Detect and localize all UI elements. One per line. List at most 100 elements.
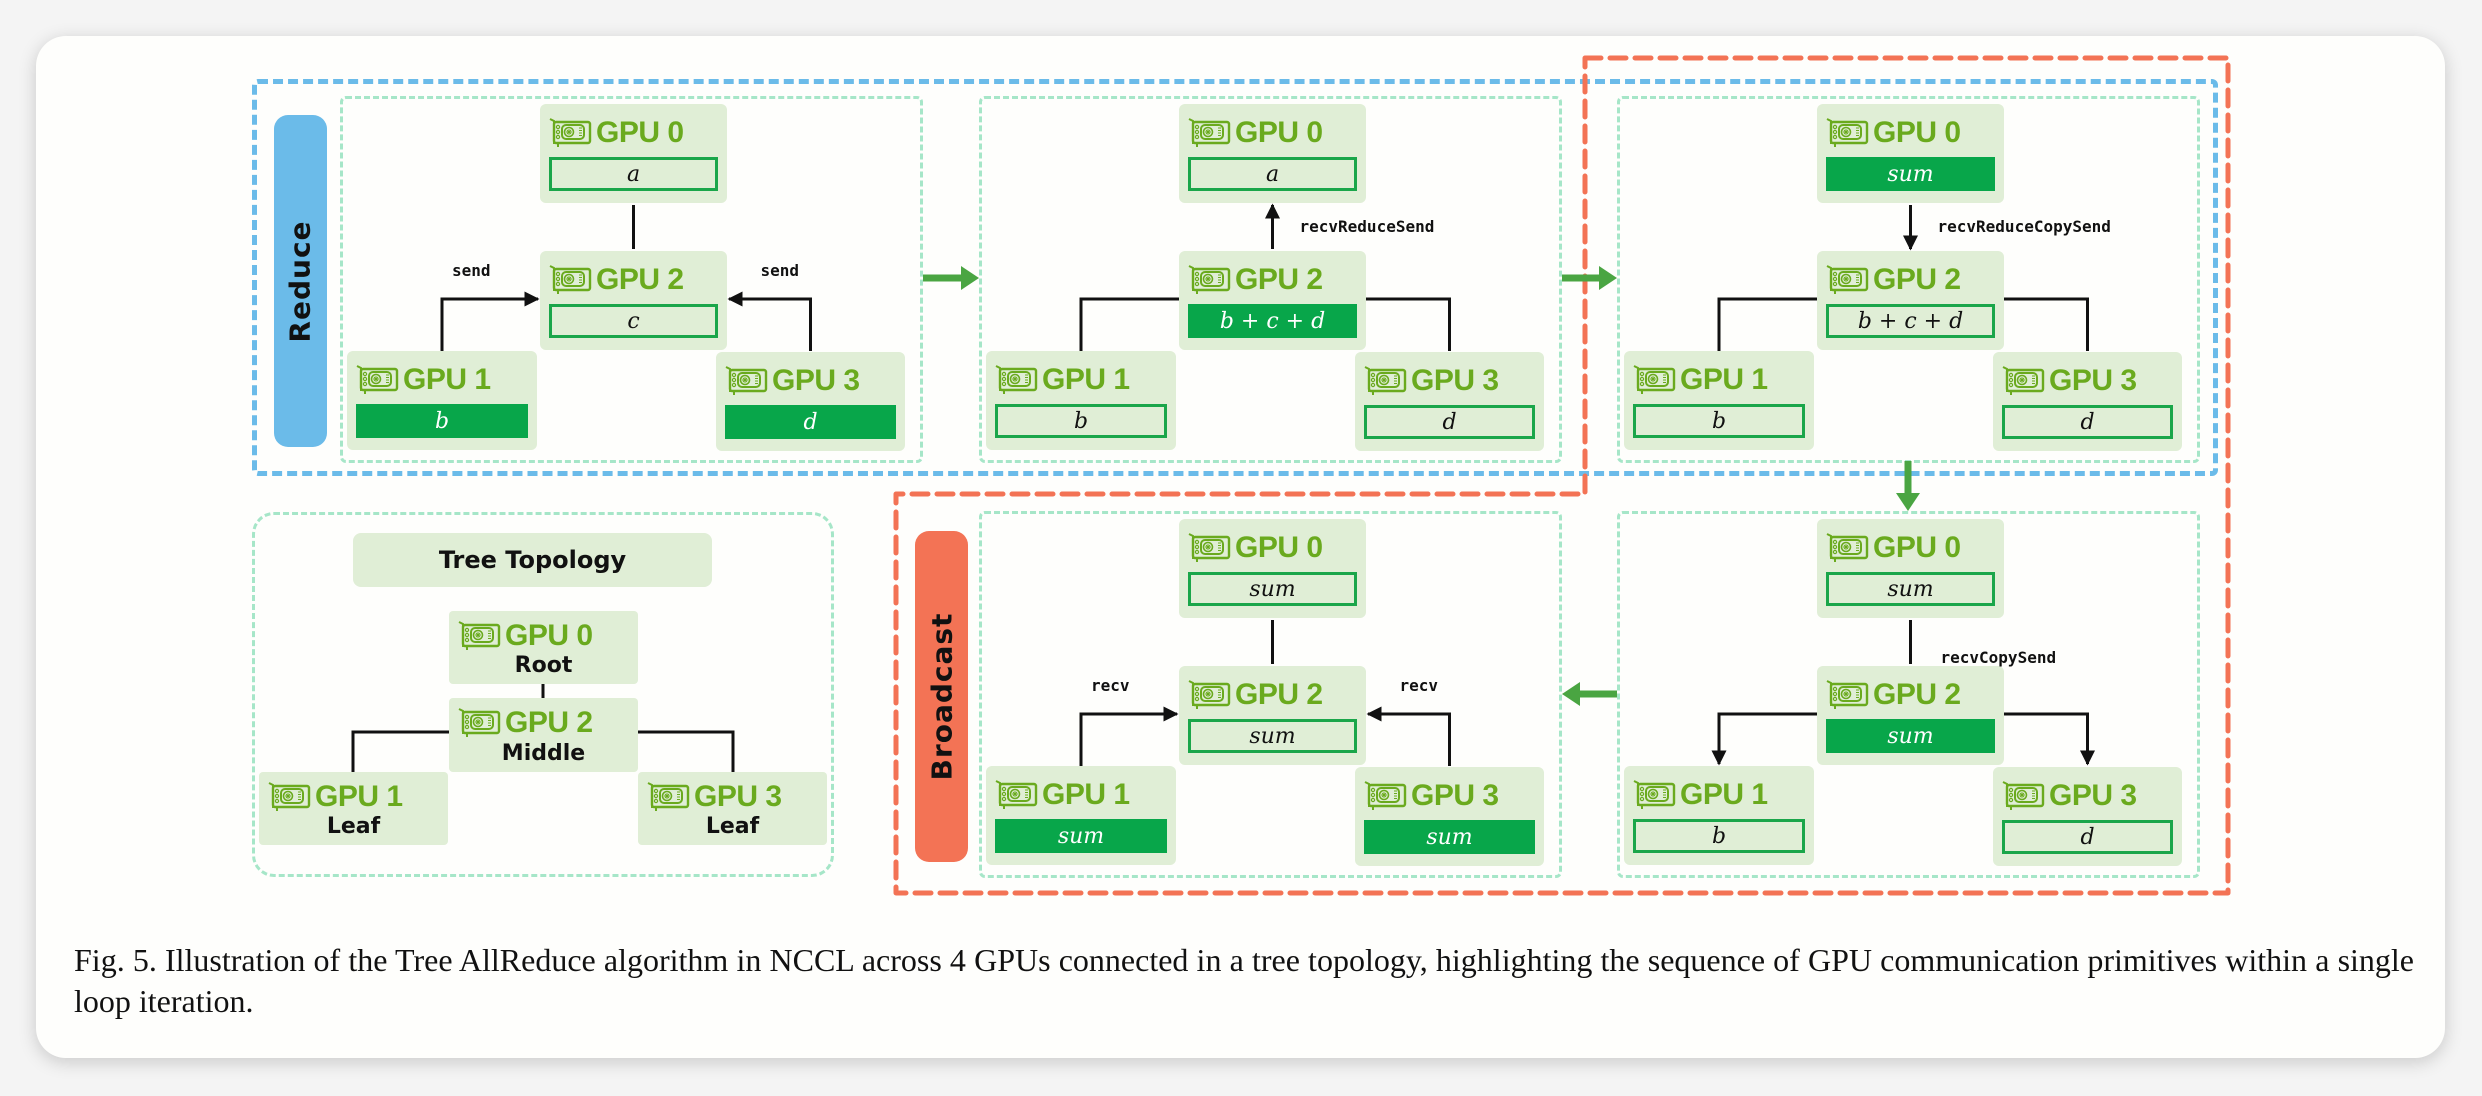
gpu-buffer-value: sum (1364, 820, 1535, 854)
gpu-header: GPU 2 (1187, 678, 1323, 712)
tree-topology-panel (252, 512, 834, 877)
gpu-buffer-value: b (1633, 819, 1805, 853)
gpu-header: GPU 2 (457, 706, 593, 740)
gpu-name: GPU 3 (2049, 364, 2137, 397)
broadcast-phase-text: Broadcast (925, 612, 958, 781)
gpu-buffer-value: a (549, 157, 718, 191)
reduce-phase-text: Reduce (284, 219, 317, 343)
gpu-node-2: GPU 2 b + c + d (1179, 251, 1366, 350)
gpu-header: GPU 1 (267, 780, 403, 814)
gpu-buffer-value: sum (1826, 157, 1995, 191)
gpu-card-icon (1633, 365, 1676, 394)
gpu-card-icon (549, 118, 592, 147)
gpu-name: GPU 2 (596, 263, 684, 296)
gpu-buffer-value: d (2002, 820, 2173, 854)
gpu-card-icon (2002, 781, 2045, 810)
gpu-card-icon (1364, 781, 1407, 810)
gpu-card-icon (1826, 533, 1869, 562)
gpu-buffer-value: b (1633, 404, 1805, 438)
gpu-node-2: GPU 2 b + c + d (1817, 251, 2004, 350)
edge-label-top: recvReduceCopySend (1937, 217, 2111, 236)
gpu-name: GPU 1 (1042, 778, 1130, 811)
gpu-node-1: GPU 1 b (1624, 351, 1814, 450)
gpu-card-icon (458, 708, 501, 737)
gpu-header: GPU 3 (724, 364, 860, 398)
gpu-name: GPU 2 (505, 706, 593, 739)
gpu-name: GPU 0 (1873, 116, 1961, 149)
gpu-name: GPU 3 (772, 364, 860, 397)
gpu-name: GPU 2 (1873, 678, 1961, 711)
gpu-header: GPU 0 (1187, 531, 1323, 565)
gpu-node-2: GPU 2 sum (1179, 666, 1366, 765)
gpu-card-icon (2002, 366, 2045, 395)
gpu-name: GPU 0 (1873, 531, 1961, 564)
node-role: Leaf (326, 814, 381, 839)
reduce-phase-label: Reduce (274, 115, 327, 447)
gpu-node-1: GPU 1 b (1624, 766, 1814, 865)
gpu-header: GPU 1 (1632, 363, 1768, 397)
gpu-card-icon (995, 365, 1038, 394)
edge-label-left: recv (1091, 676, 1130, 695)
gpu-node-0: GPU 0 a (1179, 104, 1366, 203)
gpu-node-3: GPU 3 sum (1355, 767, 1544, 866)
gpu-header: GPU 0 (1825, 531, 1961, 565)
gpu-name: GPU 3 (1411, 364, 1499, 397)
gpu-node-0: GPU 0 a (540, 104, 727, 203)
gpu-card-icon (725, 366, 768, 395)
gpu-node-1: GPU 1 b (347, 351, 537, 450)
gpu-card-icon (356, 365, 399, 394)
gpu-header: GPU 0 (1187, 116, 1323, 150)
gpu-card-icon (1188, 680, 1231, 709)
gpu-header: GPU 1 (994, 778, 1130, 812)
gpu-name: GPU 0 (1235, 531, 1323, 564)
gpu-name: GPU 1 (1680, 778, 1768, 811)
gpu-buffer-value: sum (1188, 719, 1357, 753)
gpu-header: GPU 2 (1187, 263, 1323, 297)
gpu-header: GPU 3 (1363, 364, 1499, 398)
gpu-name: GPU 1 (315, 780, 403, 813)
gpu-node-3: GPU 3 d (1993, 767, 2182, 866)
gpu-name: GPU 2 (1235, 263, 1323, 296)
gpu-header: GPU 2 (1825, 263, 1961, 297)
gpu-buffer-value: sum (1826, 719, 1995, 753)
gpu-header: GPU 2 (548, 263, 684, 297)
edge-label-right: recv (1399, 676, 1439, 695)
gpu-name: GPU 0 (596, 116, 684, 149)
gpu-name: GPU 0 (1235, 116, 1323, 149)
edge-label-top: recvReduceSend (1299, 217, 1435, 236)
gpu-name: GPU 3 (2049, 779, 2137, 812)
gpu-header: GPU 3 (646, 780, 782, 814)
gpu-card-icon (549, 265, 592, 294)
edge-label-left: send (452, 261, 491, 280)
gpu-header: GPU 0 (548, 116, 684, 150)
gpu-name: GPU 2 (1873, 263, 1961, 296)
gpu-buffer-value: b + c + d (1188, 304, 1357, 338)
gpu-header: GPU 1 (1632, 778, 1768, 812)
gpu-name: GPU 3 (1411, 779, 1499, 812)
gpu-buffer-value: b (356, 404, 528, 438)
edge-label-right: send (760, 261, 800, 280)
gpu-buffer-value: a (1188, 157, 1357, 191)
gpu-node-1: GPU 1 sum (986, 766, 1176, 865)
broadcast-phase-label: Broadcast (915, 531, 968, 862)
gpu-card-icon (1188, 533, 1231, 562)
gpu-card-icon (995, 780, 1038, 809)
gpu-card-icon (1826, 118, 1869, 147)
node-role: Leaf (705, 814, 760, 839)
gpu-name: GPU 1 (403, 363, 491, 396)
gpu-name: GPU 3 (694, 780, 782, 813)
gpu-header: GPU 0 (1825, 116, 1961, 150)
gpu-card-icon (1188, 118, 1231, 147)
node-role: Root (514, 653, 573, 678)
gpu-buffer-value: sum (995, 819, 1167, 853)
gpu-card-icon (1188, 265, 1231, 294)
gpu-buffer-value: b + c + d (1826, 304, 1995, 338)
